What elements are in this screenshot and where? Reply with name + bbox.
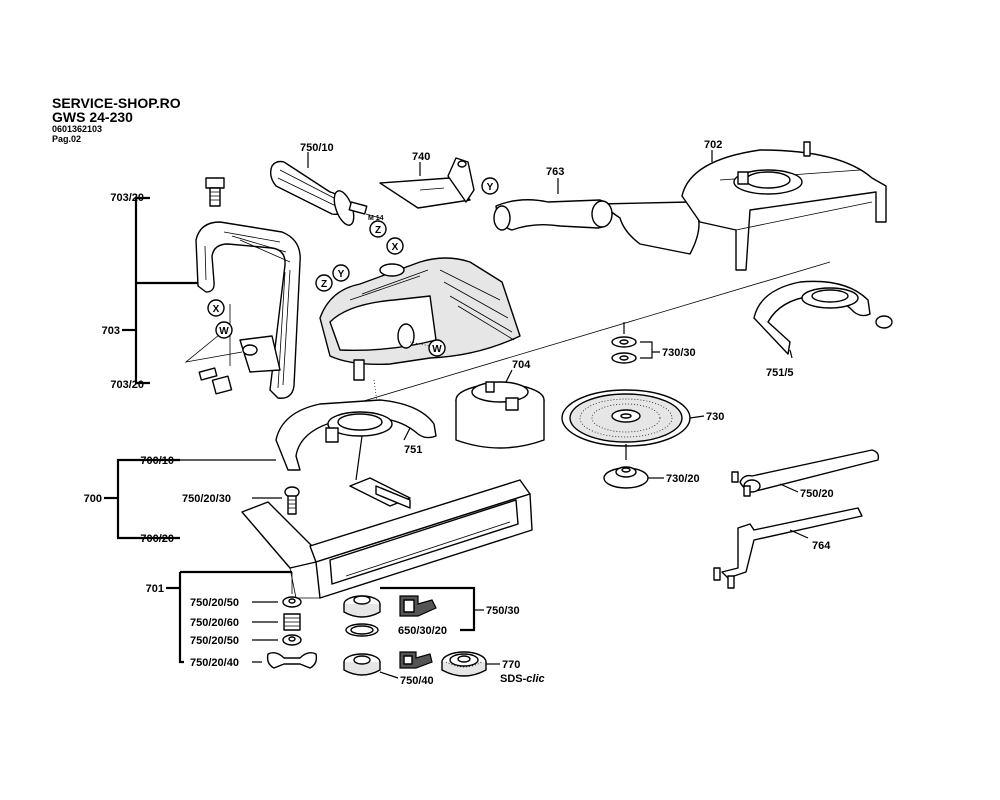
label-704: 704 — [512, 359, 531, 371]
label-750-20-40: 750/20/40 — [190, 657, 239, 669]
label-764: 764 — [812, 540, 831, 552]
extraction-hood-704 — [455, 369, 545, 449]
label-750-20: 750/20 — [800, 488, 834, 500]
clamping-nut-750-40 — [343, 651, 433, 679]
label-770: 770 — [502, 659, 520, 671]
label-sds-clic: SDS-clic — [500, 673, 545, 685]
label-750-40: 750/40 — [400, 675, 434, 687]
guard-751 — [275, 399, 437, 481]
label-703-20-top: 703/20 — [110, 192, 144, 204]
label-763: 763 — [546, 166, 564, 178]
label-750-20-50-a: 750/20/50 — [190, 597, 239, 609]
angle-grinder-body — [315, 257, 521, 411]
clamping-flange-750-30 — [343, 586, 484, 637]
label-750-20-60: 750/20/60 — [190, 617, 239, 629]
hose-763 — [493, 178, 700, 255]
axis-line — [299, 261, 831, 421]
flange-nut-730-20 — [603, 444, 664, 489]
label-701: 701 — [146, 583, 164, 595]
fastener-group-701 — [166, 570, 318, 669]
label-m14: M 14 — [368, 215, 384, 222]
label-702: 702 — [704, 139, 722, 151]
bracket-740 — [379, 157, 499, 209]
label-750-20-50-b: 750/20/50 — [190, 635, 239, 647]
label-703: 703 — [102, 325, 120, 337]
guard-702 — [681, 141, 887, 271]
label-750-10: 750/10 — [300, 142, 334, 154]
page-number: Pag.02 — [52, 134, 82, 144]
marker-z-side: Z — [375, 225, 381, 236]
sds-prefix: SDS- — [500, 673, 527, 685]
model-name: GWS 24-230 — [52, 109, 133, 125]
label-730-20: 730/20 — [666, 473, 700, 485]
carriage-bolt-750-20-30 — [252, 486, 300, 515]
label-751-5: 751/5 — [766, 367, 794, 379]
guide-carriage-700 — [104, 458, 533, 599]
marker-y-head: Y — [338, 269, 345, 280]
shop-name: SERVICE-SHOP.RO — [52, 95, 181, 111]
handle-bracket-703 — [122, 177, 301, 399]
grinding-disc-730 — [561, 389, 705, 447]
marker-x-head: X — [392, 242, 399, 253]
label-650-30-20: 650/30/20 — [398, 625, 447, 637]
sds-suffix: clic — [526, 673, 544, 685]
marker-w-head: W — [432, 344, 442, 355]
label-730-30: 730/30 — [662, 347, 696, 359]
pin-spanner-750-20 — [731, 449, 880, 497]
label-700-20: 700/20 — [140, 533, 174, 545]
side-handle-750-10 — [269, 152, 404, 255]
marker-x-handle: X — [213, 304, 220, 315]
label-703-20-bottom: 703/20 — [110, 379, 144, 391]
label-700-10: 700/10 — [140, 455, 174, 467]
label-750-30: 750/30 — [486, 605, 520, 617]
label-730: 730 — [706, 411, 724, 423]
marker-y-bracket: Y — [487, 182, 494, 193]
marker-w-handle: W — [219, 326, 229, 337]
label-750-20-30: 750/20/30 — [182, 493, 231, 505]
part-number: 0601362103 — [52, 124, 103, 134]
marker-z-head: Z — [321, 279, 327, 290]
label-740: 740 — [412, 151, 430, 163]
label-700: 700 — [84, 493, 102, 505]
guard-751-5 — [753, 280, 893, 359]
sds-clic-nut-770 — [441, 651, 500, 677]
label-751: 751 — [404, 444, 422, 456]
washers-730-30 — [611, 322, 660, 364]
spanner-764 — [713, 507, 863, 589]
